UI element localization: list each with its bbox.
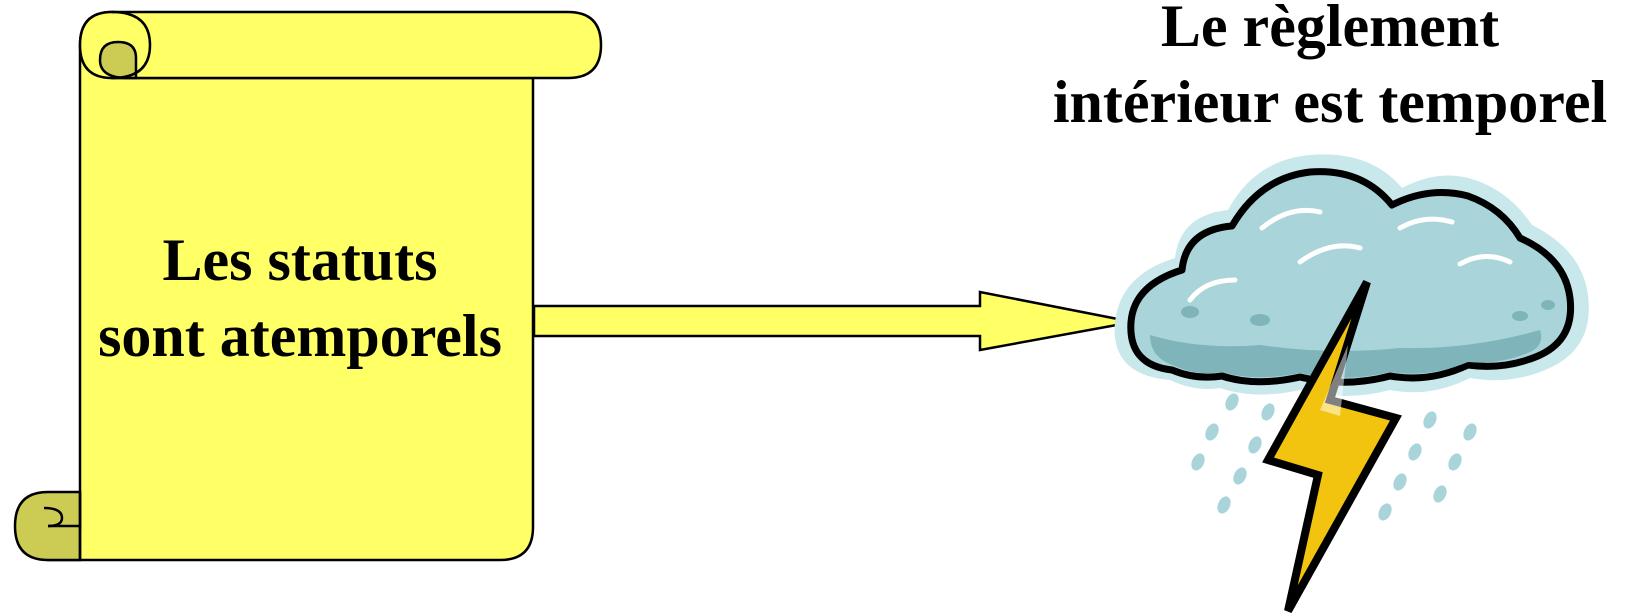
rain-icon	[1191, 393, 1477, 521]
scroll-icon	[13, 10, 603, 562]
storm-cloud-icon	[1114, 154, 1589, 396]
scroll-top-curl	[98, 40, 138, 80]
scroll-label-line-1: Les statuts	[162, 227, 438, 293]
scroll-top-roll	[78, 10, 603, 80]
arrow-icon	[532, 290, 1134, 352]
scroll-label: Les statuts sont atemporels	[80, 222, 520, 374]
cloud-label-line-2: intérieur est temporel	[1052, 69, 1608, 135]
cloud-label-line-1: Le règlement	[1160, 0, 1500, 59]
scroll-label-line-2: sont atemporels	[98, 303, 502, 369]
scroll-bottom-curl	[13, 490, 82, 562]
cloud-label: Le règlement intérieur est temporel	[1030, 0, 1630, 140]
